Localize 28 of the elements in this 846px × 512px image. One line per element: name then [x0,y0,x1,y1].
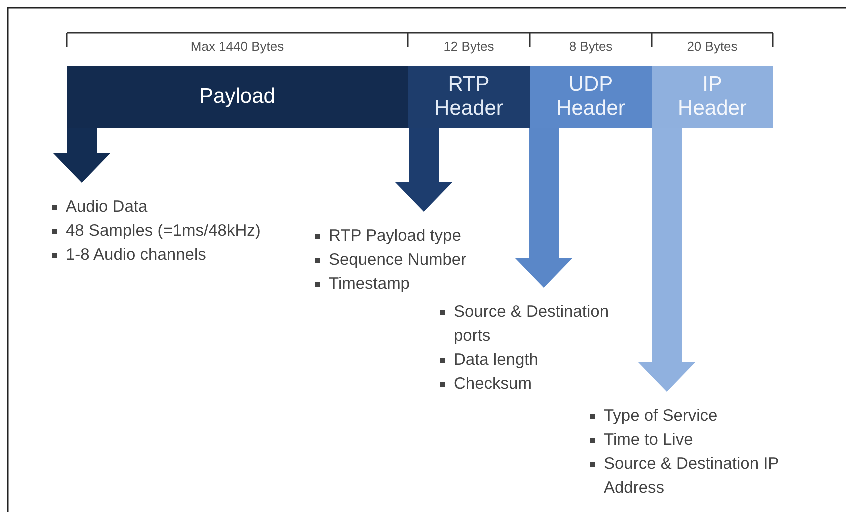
block-arrow [515,128,573,288]
block-arrow [638,128,696,392]
byte-size-label: 8 Bytes [569,39,613,54]
bullet-item: RTP Payload type [315,224,515,248]
bullet-item: Checksum [440,372,640,396]
bullet-item: Sequence Number [315,248,515,272]
byte-size-label: 20 Bytes [687,39,738,54]
byte-size-label: 12 Bytes [444,39,494,54]
block-arrow [53,128,111,183]
bullet-item: Audio Data [52,195,312,219]
bar-label: RTP Header [434,73,504,121]
header-bar [408,66,530,128]
header-bar [67,66,408,128]
bullet-item: Source & Destination ports [440,300,640,348]
bar-label: UDP Header [556,73,626,121]
bar-label: Payload [200,85,276,109]
bullet-item: Timestamp [315,272,515,296]
bullet-item: Type of Service [590,404,830,428]
bullet-item: Source & Destination IP Address [590,452,830,500]
bullet-item: Data length [440,348,640,372]
bullet-item: Time to Live [590,428,830,452]
bullet-item: 48 Samples (=1ms/48kHz) [52,219,312,243]
block-arrow [395,128,453,212]
header-bar [652,66,773,128]
bullet-item: 1-8 Audio channels [52,243,312,267]
header-bar [530,66,652,128]
byte-size-label: Max 1440 Bytes [190,39,284,54]
bar-label: IP Header [677,73,748,121]
